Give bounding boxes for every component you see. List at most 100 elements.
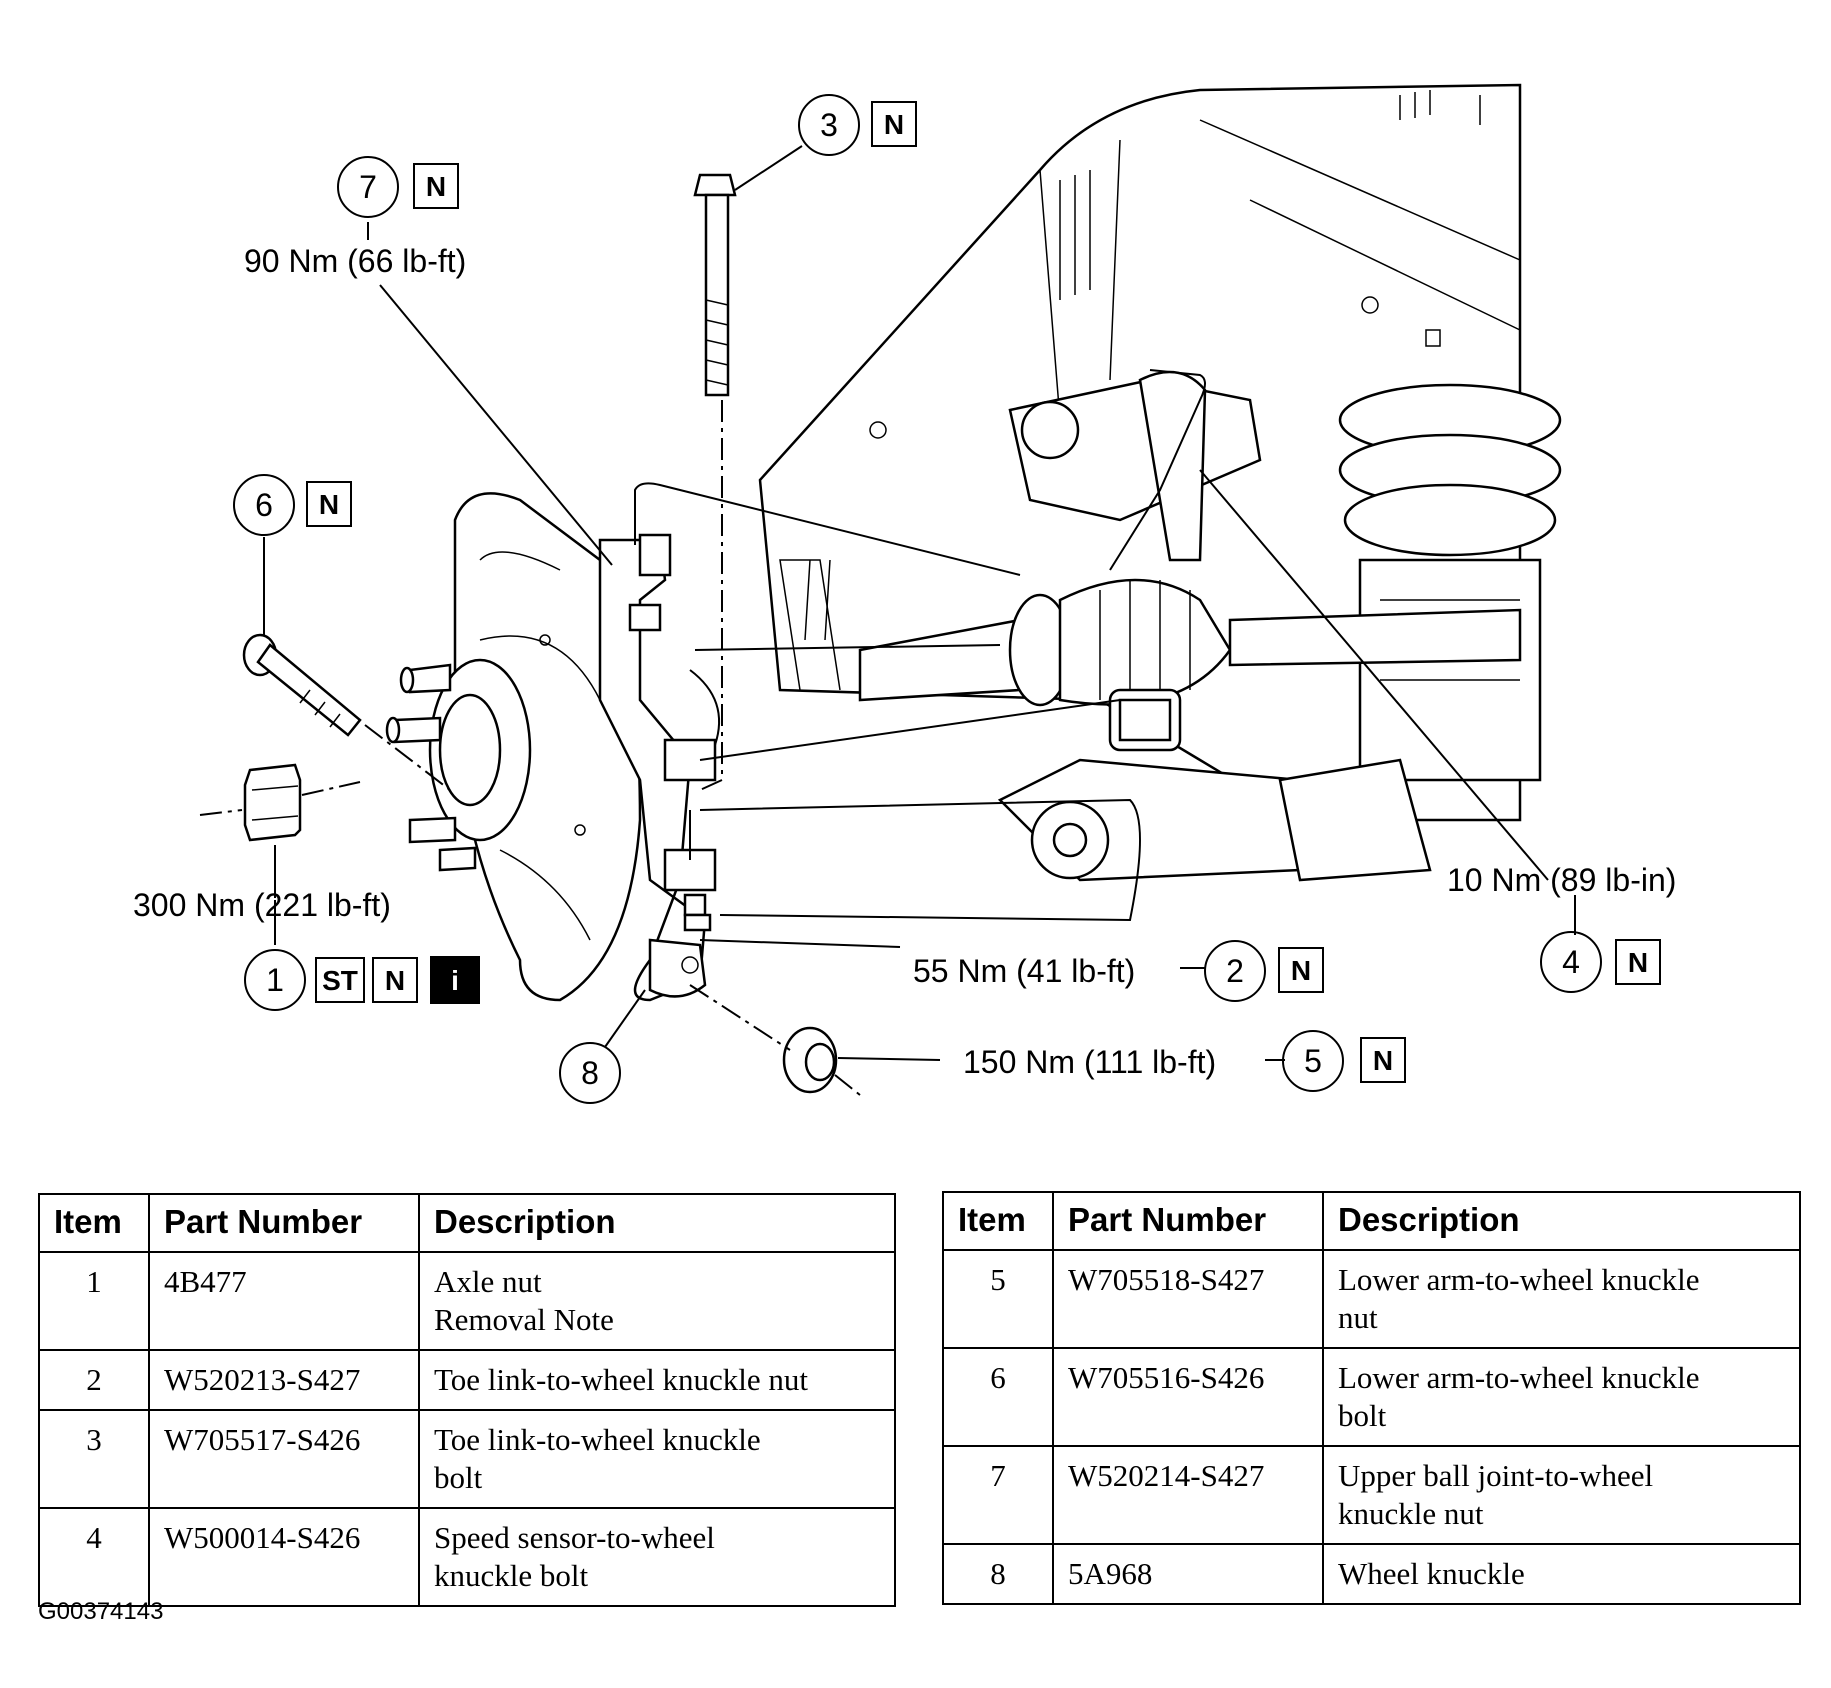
callout-1-tag-box-n	[372, 957, 418, 1003]
row-item: 6	[942, 1347, 1054, 1447]
callout-6-tag-box	[306, 481, 352, 527]
row-part-number: W705518-S427	[1052, 1249, 1324, 1349]
table-header-row: Item Part Number Description	[38, 1193, 896, 1253]
row-item: 7	[942, 1445, 1054, 1545]
callout-6-number: 6	[255, 487, 273, 523]
axle-nut-illustration	[243, 763, 302, 842]
row-description: Speed sensor-to-wheel knuckle bolt	[418, 1507, 896, 1607]
description-line: Toe link-to-wheel knuckle	[434, 1422, 761, 1457]
row-description: Upper ball joint-to-wheel knuckle nut	[1322, 1445, 1801, 1545]
callout-2-tag: N	[1291, 955, 1311, 986]
table-row: 4 W500014-S426 Speed sensor-to-wheel knu…	[38, 1507, 896, 1607]
callout-1: 300 Nm (221 lb-ft) 1 ST N i	[133, 887, 480, 1011]
description-line: Lower arm-to-wheel knuckle	[1338, 1262, 1700, 1297]
callout-2: 55 Nm (41 lb-ft) 2 N	[913, 940, 1324, 1002]
callout-5-torque: 150 Nm (111 lb-ft)	[963, 1044, 1216, 1080]
callout-8-number: 8	[581, 1055, 599, 1091]
callout-7-tag: N	[426, 171, 446, 202]
row-part-number: W500014-S426	[148, 1507, 420, 1607]
table-row: 7 W520214-S427 Upper ball joint-to-wheel…	[942, 1445, 1801, 1545]
table-row: 8 5A968 Wheel knuckle	[942, 1543, 1801, 1605]
table-header-row: Item Part Number Description	[942, 1191, 1801, 1251]
row-description: Wheel knuckle	[1322, 1543, 1801, 1605]
header-item: Item	[942, 1191, 1054, 1251]
description-line: knuckle nut	[1338, 1496, 1484, 1531]
callout-7-torque: 90 Nm (66 lb-ft)	[244, 243, 466, 279]
parts-table-right: Item Part Number Description 5 W705518-S…	[942, 1191, 1801, 1605]
header-part-number: Part Number	[1052, 1191, 1324, 1251]
table-row: 2 W520213-S427 Toe link-to-wheel knuckle…	[38, 1349, 896, 1411]
leader-lines	[199, 145, 1576, 1096]
row-part-number: W520214-S427	[1052, 1445, 1324, 1545]
callout-1-tag-n: N	[385, 965, 405, 996]
row-part-number: W705517-S426	[148, 1409, 420, 1509]
table-row: 1 4B477 Axle nut Removal Note	[38, 1251, 896, 1351]
callout-4-tag: N	[1628, 947, 1648, 978]
callout-8: 8	[559, 1042, 621, 1104]
description-line: Speed sensor-to-wheel	[434, 1520, 715, 1555]
row-description: Toe link-to-wheel knuckle bolt	[418, 1409, 896, 1509]
row-part-number: 5A968	[1052, 1543, 1324, 1605]
upper-arm-illustration	[1008, 369, 1262, 571]
table-row: 5 W705518-S427 Lower arm-to-wheel knuckl…	[942, 1249, 1801, 1349]
row-part-number: 4B477	[148, 1251, 420, 1351]
coil-spring-illustration	[1338, 383, 1562, 782]
callout-5-number: 5	[1304, 1043, 1322, 1079]
description-line: Lower arm-to-wheel knuckle	[1338, 1360, 1700, 1395]
row-item: 5	[942, 1249, 1054, 1349]
header-part-number: Part Number	[148, 1193, 420, 1253]
description-line: knuckle bolt	[434, 1558, 589, 1593]
callout-1-tag-info: i	[451, 965, 459, 996]
lower-arm-illustration	[997, 688, 1432, 882]
description-line: nut	[1338, 1300, 1378, 1335]
row-description: Lower arm-to-wheel knuckle nut	[1322, 1249, 1801, 1349]
callout-1-number: 1	[266, 962, 284, 998]
callout-5-circle	[1282, 1030, 1344, 1092]
callout-4-torque: 10 Nm (89 lb-in)	[1447, 862, 1676, 898]
callout-5-tag: N	[1373, 1045, 1393, 1076]
callout-1-circle	[244, 949, 306, 1011]
lower-arm-bolt-illustration	[242, 633, 362, 737]
bushings-illustration	[628, 603, 1172, 932]
table-row: 6 W705516-S426 Lower arm-to-wheel knuckl…	[942, 1347, 1801, 1447]
figure-id: G00374143	[38, 1598, 164, 1625]
description-line: Wheel knuckle	[1338, 1556, 1525, 1591]
callout-1-torque: 300 Nm (221 lb-ft)	[133, 887, 391, 923]
row-description: Lower arm-to-wheel knuckle bolt	[1322, 1347, 1801, 1447]
callout-1-tag-box-st	[315, 957, 365, 1003]
description-line: Toe link-to-wheel knuckle nut	[434, 1362, 809, 1397]
callout-7-tag-box	[413, 163, 459, 209]
callout-3: 3 N	[798, 94, 917, 156]
callout-4-number: 4	[1562, 944, 1580, 980]
callout-8-circle	[559, 1042, 621, 1104]
row-description: Axle nut Removal Note	[418, 1251, 896, 1351]
callout-7-circle	[337, 156, 399, 218]
callout-2-circle	[1204, 940, 1266, 1002]
row-part-number: W520213-S427	[148, 1349, 420, 1411]
description-line: Removal Note	[434, 1302, 614, 1337]
callout-3-tag-box	[871, 101, 917, 147]
suspension-diagram: 7 N 90 Nm (66 lb-ft) 3 N 6 N 300 Nm (221…	[133, 83, 1676, 1104]
parts-table-left: Item Part Number Description 1 4B477 Axl…	[38, 1193, 896, 1607]
row-part-number: W705516-S426	[1052, 1347, 1324, 1447]
description-line: Upper ball joint-to-wheel	[1338, 1458, 1654, 1493]
row-item: 2	[38, 1349, 150, 1411]
callout-6: 6 N	[233, 474, 352, 536]
callout-6-circle	[233, 474, 295, 536]
description-line: bolt	[434, 1460, 483, 1495]
description-line: Axle nut	[434, 1264, 542, 1299]
row-item: 3	[38, 1409, 150, 1509]
callout-5-tag-box	[1360, 1037, 1406, 1083]
callout-1-tag-st: ST	[322, 965, 358, 996]
header-item: Item	[38, 1193, 150, 1253]
callout-2-number: 2	[1226, 953, 1244, 989]
table-row: 3 W705517-S426 Toe link-to-wheel knuckle…	[38, 1409, 896, 1509]
row-item: 1	[38, 1251, 150, 1351]
callout-4: 10 Nm (89 lb-in) 4 N	[1447, 862, 1676, 993]
lower-arm-nut-illustration	[782, 1026, 838, 1094]
callout-4-circle	[1540, 931, 1602, 993]
hub-illustration	[385, 658, 532, 872]
callout-6-tag: N	[319, 489, 339, 520]
row-item: 4	[38, 1507, 150, 1607]
callout-4-tag-box	[1615, 939, 1661, 985]
